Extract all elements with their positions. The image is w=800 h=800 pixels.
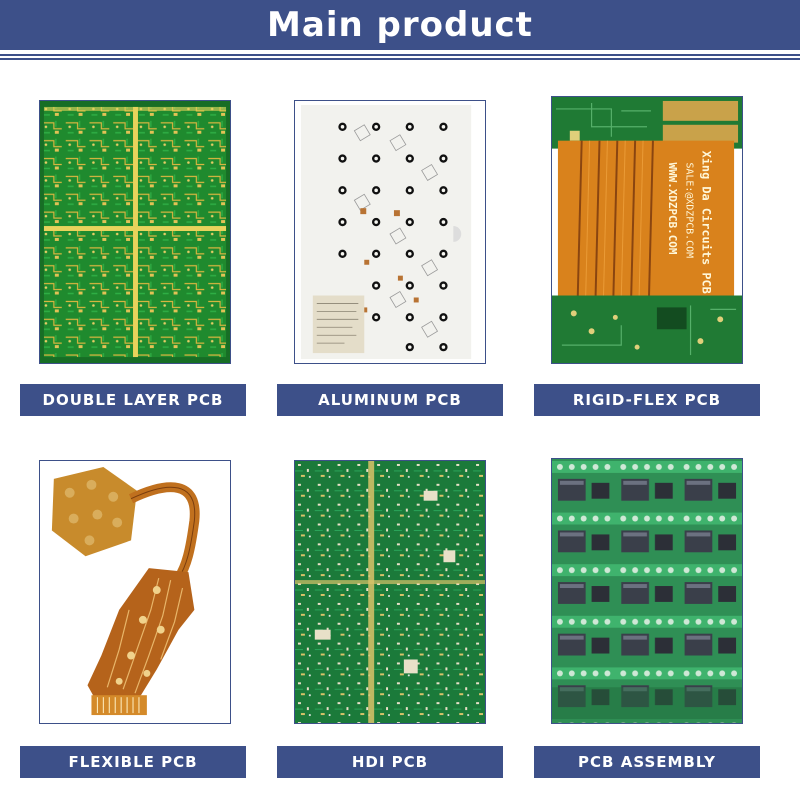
product-label-text: FLEXIBLE PCB	[68, 753, 198, 771]
page-header: Main product	[0, 0, 800, 50]
product-image-pcb-assembly[interactable]	[551, 458, 743, 724]
product-label-text: DOUBLE LAYER PCB	[42, 391, 224, 409]
product-label-text: PCB ASSEMBLY	[578, 753, 716, 771]
rigid-flex-image-text: SALE:@XDZPCB.COM	[684, 163, 695, 259]
product-label-pcb-assembly[interactable]: PCB ASSEMBLY	[534, 746, 760, 778]
product-label-rigid-flex-pcb[interactable]: RIGID-FLEX PCB	[534, 384, 760, 416]
product-label-flexible-pcb[interactable]: FLEXIBLE PCB	[20, 746, 246, 778]
page-title: Main product	[267, 5, 533, 45]
rigid-flex-image-text: Xing Da Circuits PCB	[699, 151, 713, 294]
header-divider	[0, 58, 800, 60]
product-label-aluminum-pcb[interactable]: ALUMINUM PCB	[277, 384, 503, 416]
product-image-rigid-flex-pcb[interactable]: Xing Da Circuits PCB SALE:@XDZPCB.COM WW…	[551, 96, 743, 364]
product-image-flexible-pcb[interactable]	[39, 460, 231, 724]
product-label-double-layer-pcb[interactable]: DOUBLE LAYER PCB	[20, 384, 246, 416]
rigid-flex-image-text: WWW.XDZPCB.COM	[666, 163, 679, 255]
product-label-text: RIGID-FLEX PCB	[572, 391, 722, 409]
product-label-text: ALUMINUM PCB	[318, 391, 462, 409]
product-label-hdi-pcb[interactable]: HDI PCB	[277, 746, 503, 778]
product-image-double-layer-pcb[interactable]	[39, 100, 231, 364]
product-image-hdi-pcb[interactable]	[294, 460, 486, 724]
product-image-aluminum-pcb[interactable]	[294, 100, 486, 364]
product-label-text: HDI PCB	[351, 753, 429, 771]
header-divider	[0, 54, 800, 56]
